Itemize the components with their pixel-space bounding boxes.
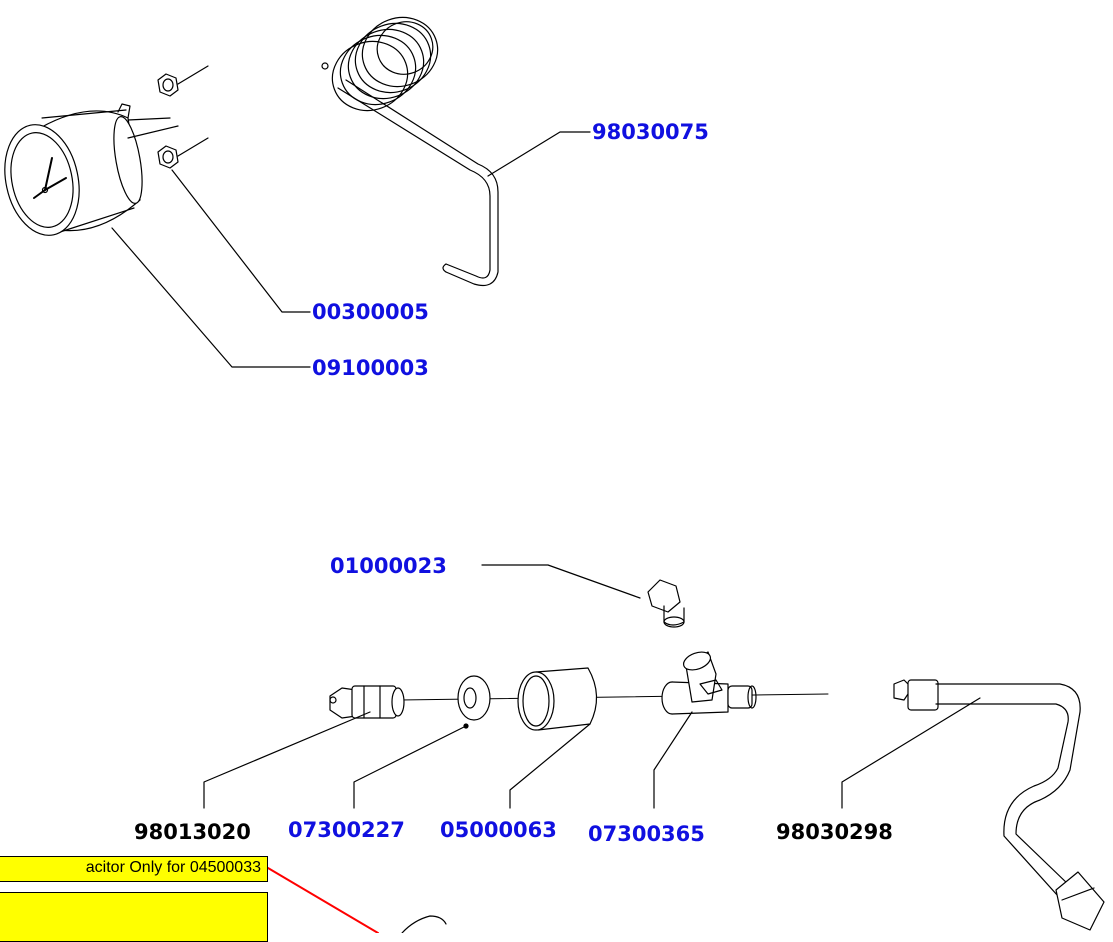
- pressure-gauge-part: [4, 103, 179, 236]
- second-note-box: [0, 892, 268, 942]
- fitting-01000023: [647, 579, 685, 628]
- part-label-98030298: 98030298: [776, 820, 893, 844]
- part-label-98030075[interactable]: 98030075: [592, 120, 709, 144]
- tee-fitting-07300365: [661, 651, 757, 715]
- part-label-09100003[interactable]: 09100003: [312, 356, 429, 380]
- sleeve-05000063: [517, 667, 598, 731]
- capacitor-note-text: acitor Only for 04500033: [85, 859, 261, 876]
- part-label-05000063[interactable]: 05000063: [440, 818, 557, 842]
- fitting-98013020: [329, 685, 405, 719]
- part-label-01000023[interactable]: 01000023: [330, 554, 447, 578]
- hex-nut-upper: [157, 65, 209, 97]
- coil-tube-part: [321, 16, 499, 287]
- bent-tube-98030298: [893, 679, 1105, 931]
- part-label-98013020: 98013020: [134, 820, 251, 844]
- part-label-07300365[interactable]: 07300365: [588, 822, 705, 846]
- capacitor-note-box: acitor Only for 04500033: [0, 856, 268, 882]
- note-leader-line: [267, 867, 379, 933]
- part-label-00300005[interactable]: 00300005: [312, 300, 429, 324]
- hex-nut-lower: [157, 137, 209, 169]
- part-label-07300227[interactable]: 07300227: [288, 818, 405, 842]
- washer-07300227: [457, 675, 491, 721]
